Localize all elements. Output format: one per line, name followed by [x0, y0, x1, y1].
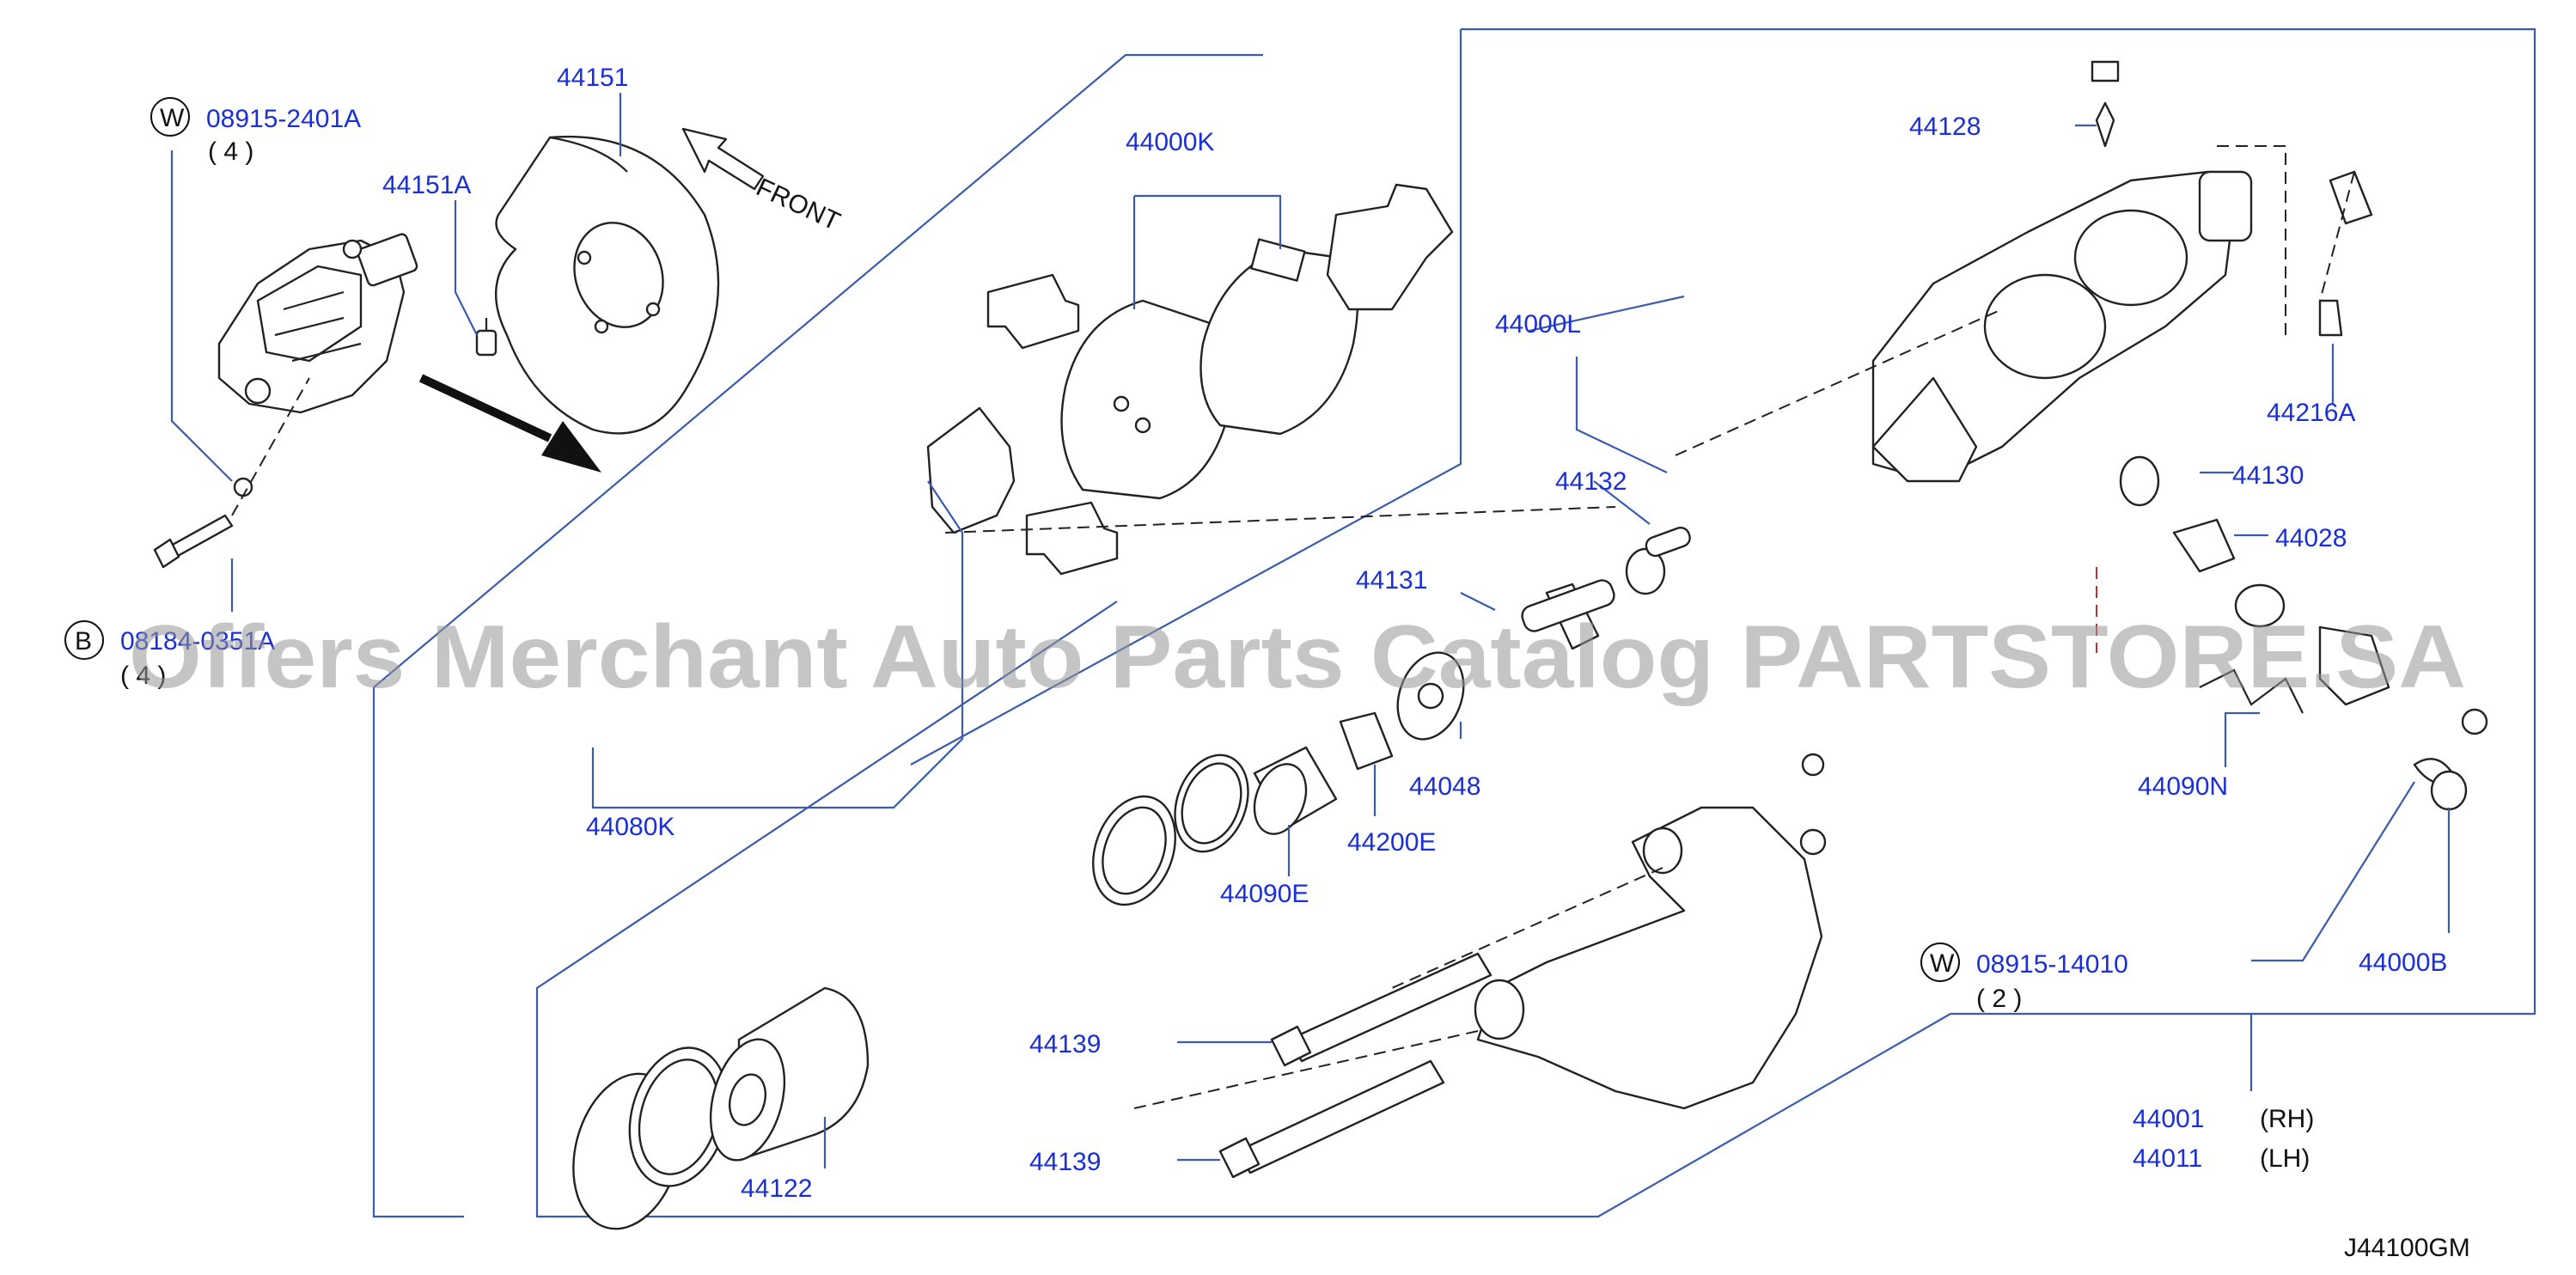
label-44128: 44128 — [1909, 113, 1981, 141]
pad-kit-illustration — [926, 183, 1454, 576]
guide-pins-illustration — [1218, 952, 1492, 1179]
label-44200E: 44200E — [1347, 828, 1436, 857]
direction-arrow-icon — [418, 374, 601, 473]
label-44151: 44151 — [557, 64, 628, 92]
caliper-bracket-illustration — [944, 308, 2003, 1110]
label-44216A: 44216A — [2267, 399, 2355, 427]
label-44139-lower: 44139 — [1029, 1148, 1101, 1176]
label-44151A: 44151A — [382, 171, 471, 199]
label-44000B: 44000B — [2359, 949, 2447, 977]
b-symbol: B — [75, 627, 92, 656]
watermark-text: Offers Merchant Auto Parts Catalog PARTS… — [129, 607, 2466, 707]
washer-symbol-icon — [150, 97, 190, 137]
qty-b: ( 4 ) — [120, 662, 166, 690]
bolt-symbol-icon — [64, 620, 104, 660]
piston-seal-set-illustration — [1092, 526, 1691, 906]
w-symbol-2: W — [1930, 949, 1955, 978]
label-44001: 44001 — [2133, 1105, 2204, 1133]
label-44000K: 44000K — [1126, 128, 1214, 156]
qty-4: ( 4 ) — [208, 137, 253, 166]
label-44090E: 44090E — [1220, 880, 1309, 908]
label-44028: 44028 — [2275, 524, 2347, 552]
label-44011: 44011 — [2133, 1144, 2202, 1173]
label-front: FRONT — [752, 173, 845, 236]
label-08184-0351A: 08184-0351A — [120, 627, 275, 656]
small-bolt-44151A — [475, 318, 497, 357]
label-lh: (LH) — [2260, 1144, 2310, 1173]
label-44131: 44131 — [1356, 566, 1427, 595]
label-rh: (RH) — [2260, 1105, 2314, 1133]
label-44090N: 44090N — [2138, 772, 2228, 801]
caliper-assembly-illustration — [217, 233, 418, 414]
label-44048: 44048 — [1409, 772, 1480, 801]
qty-2: ( 2 ) — [1976, 985, 2022, 1013]
mounting-bolt-illustration — [153, 377, 310, 569]
callouts: 44151 44151A FRONT W 08915-2401A ( 4 ) B… — [64, 64, 2470, 1262]
caliper-body-illustration — [1871, 60, 2373, 483]
right-small-parts — [2096, 455, 2488, 811]
label-44000L: 44000L — [1495, 310, 1581, 339]
front-arrow-icon — [681, 127, 765, 191]
label-44080K: 44080K — [586, 813, 675, 841]
large-piston-illustration — [572, 986, 870, 1230]
label-08915-2401A: 08915-2401A — [206, 105, 361, 133]
label-44139-upper: 44139 — [1029, 1030, 1101, 1058]
label-08915-14010: 08915-14010 — [1976, 950, 2128, 979]
label-44130: 44130 — [2232, 461, 2304, 490]
w-symbol: W — [160, 104, 185, 132]
group-boundaries — [372, 27, 2536, 1218]
diagram-code: J44100GM — [2344, 1234, 2470, 1262]
washer-symbol-icon-2 — [1920, 943, 1960, 982]
leader-lines — [170, 93, 2451, 1168]
dust-shield-illustration — [494, 135, 720, 435]
label-44132: 44132 — [1555, 467, 1627, 496]
label-44122: 44122 — [741, 1174, 812, 1203]
